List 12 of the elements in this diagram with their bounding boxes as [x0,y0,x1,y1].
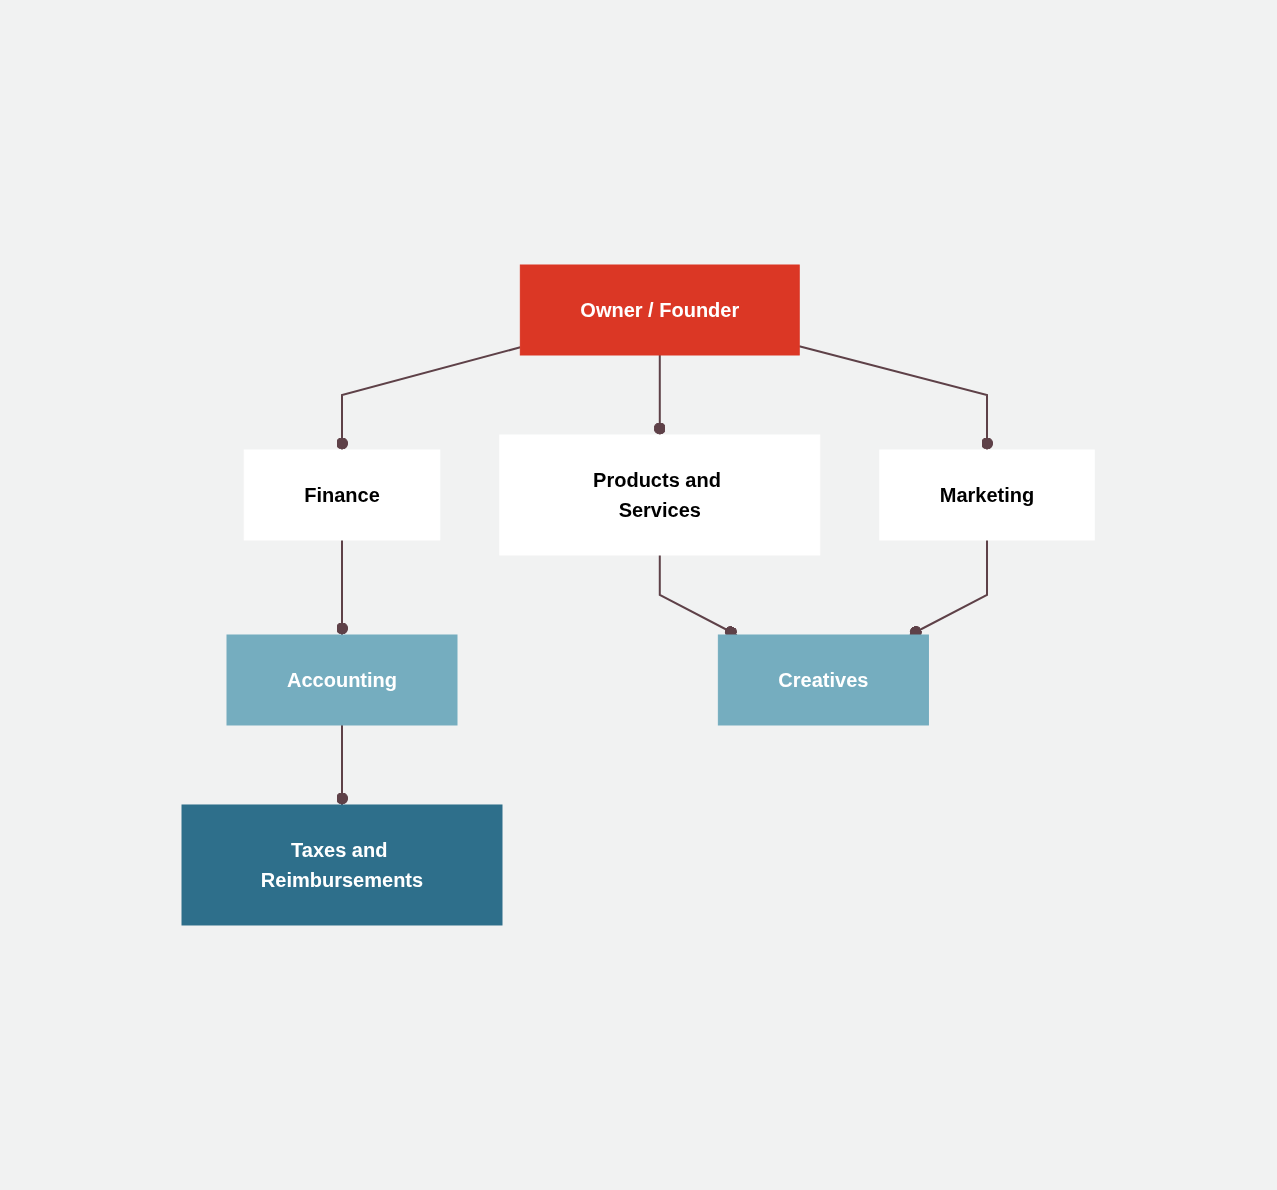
node-box: Accounting [226,634,458,726]
node-box: Creatives [718,634,930,726]
node-box: Marketing [879,449,1096,541]
node-box: Taxes and Reimbursements [181,804,503,926]
node-box: Finance [244,449,441,541]
connector [654,354,667,436]
node-box: Products and Services [499,434,821,556]
node-box: Owner / Founder [520,264,801,356]
connector [336,724,349,806]
connector [798,345,994,451]
connector [336,346,522,451]
connector [336,539,349,636]
